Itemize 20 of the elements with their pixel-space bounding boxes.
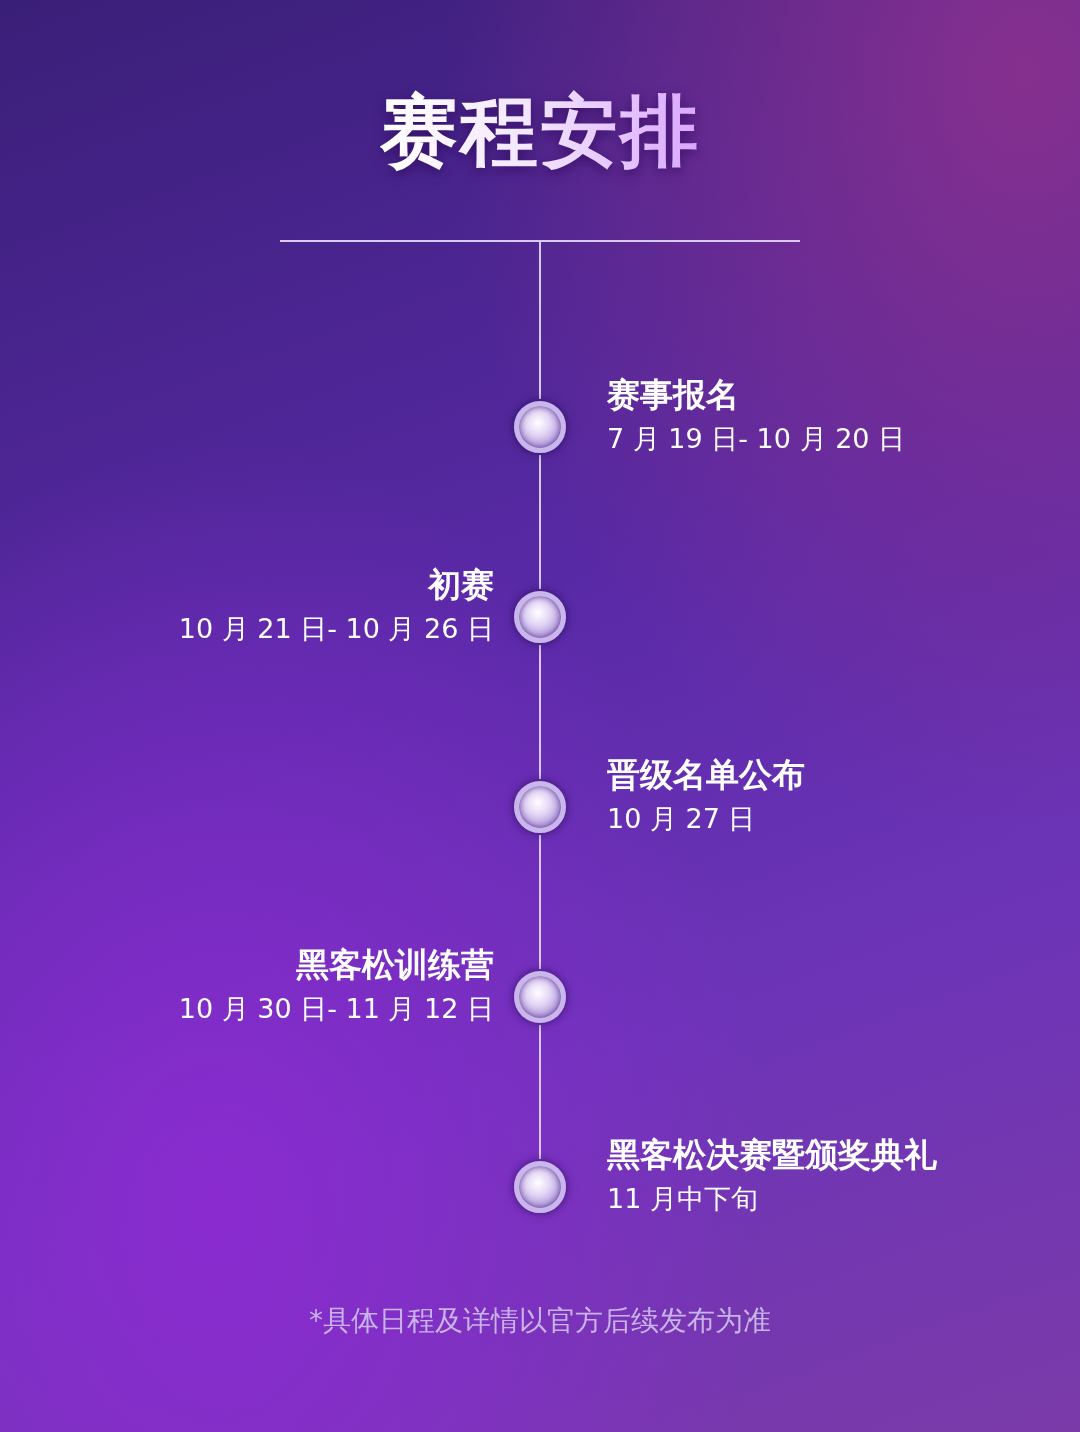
milestone-title: 黑客松决赛暨颁奖典礼 (607, 1134, 937, 1176)
milestone-date: 11 月中下旬 (607, 1182, 758, 1216)
milestone-date: 10 月 21 日- 10 月 26 日 (178, 612, 494, 646)
milestone-title: 初赛 (428, 564, 494, 606)
milestone-date: 10 月 30 日- 11 月 12 日 (178, 992, 494, 1026)
milestone-date: 10 月 27 日 (607, 802, 756, 836)
milestone-circle (514, 591, 566, 643)
milestone-circle (514, 1161, 566, 1213)
timeline-connector (539, 1024, 541, 1160)
timeline-connector (539, 644, 541, 780)
milestone-title: 晋级名单公布 (607, 754, 805, 796)
milestone-circle (514, 401, 566, 453)
milestone-title: 黑客松训练营 (296, 944, 494, 986)
milestone-date: 7 月 19 日- 10 月 20 日 (607, 422, 906, 456)
footnote: *具体日程及详情以官方后续发布为准 (309, 1304, 771, 1337)
timeline-connector (539, 454, 541, 590)
milestone-title: 赛事报名 (607, 374, 739, 416)
milestone-circle (514, 781, 566, 833)
milestone-circle (514, 971, 566, 1023)
timeline-connector (539, 834, 541, 970)
